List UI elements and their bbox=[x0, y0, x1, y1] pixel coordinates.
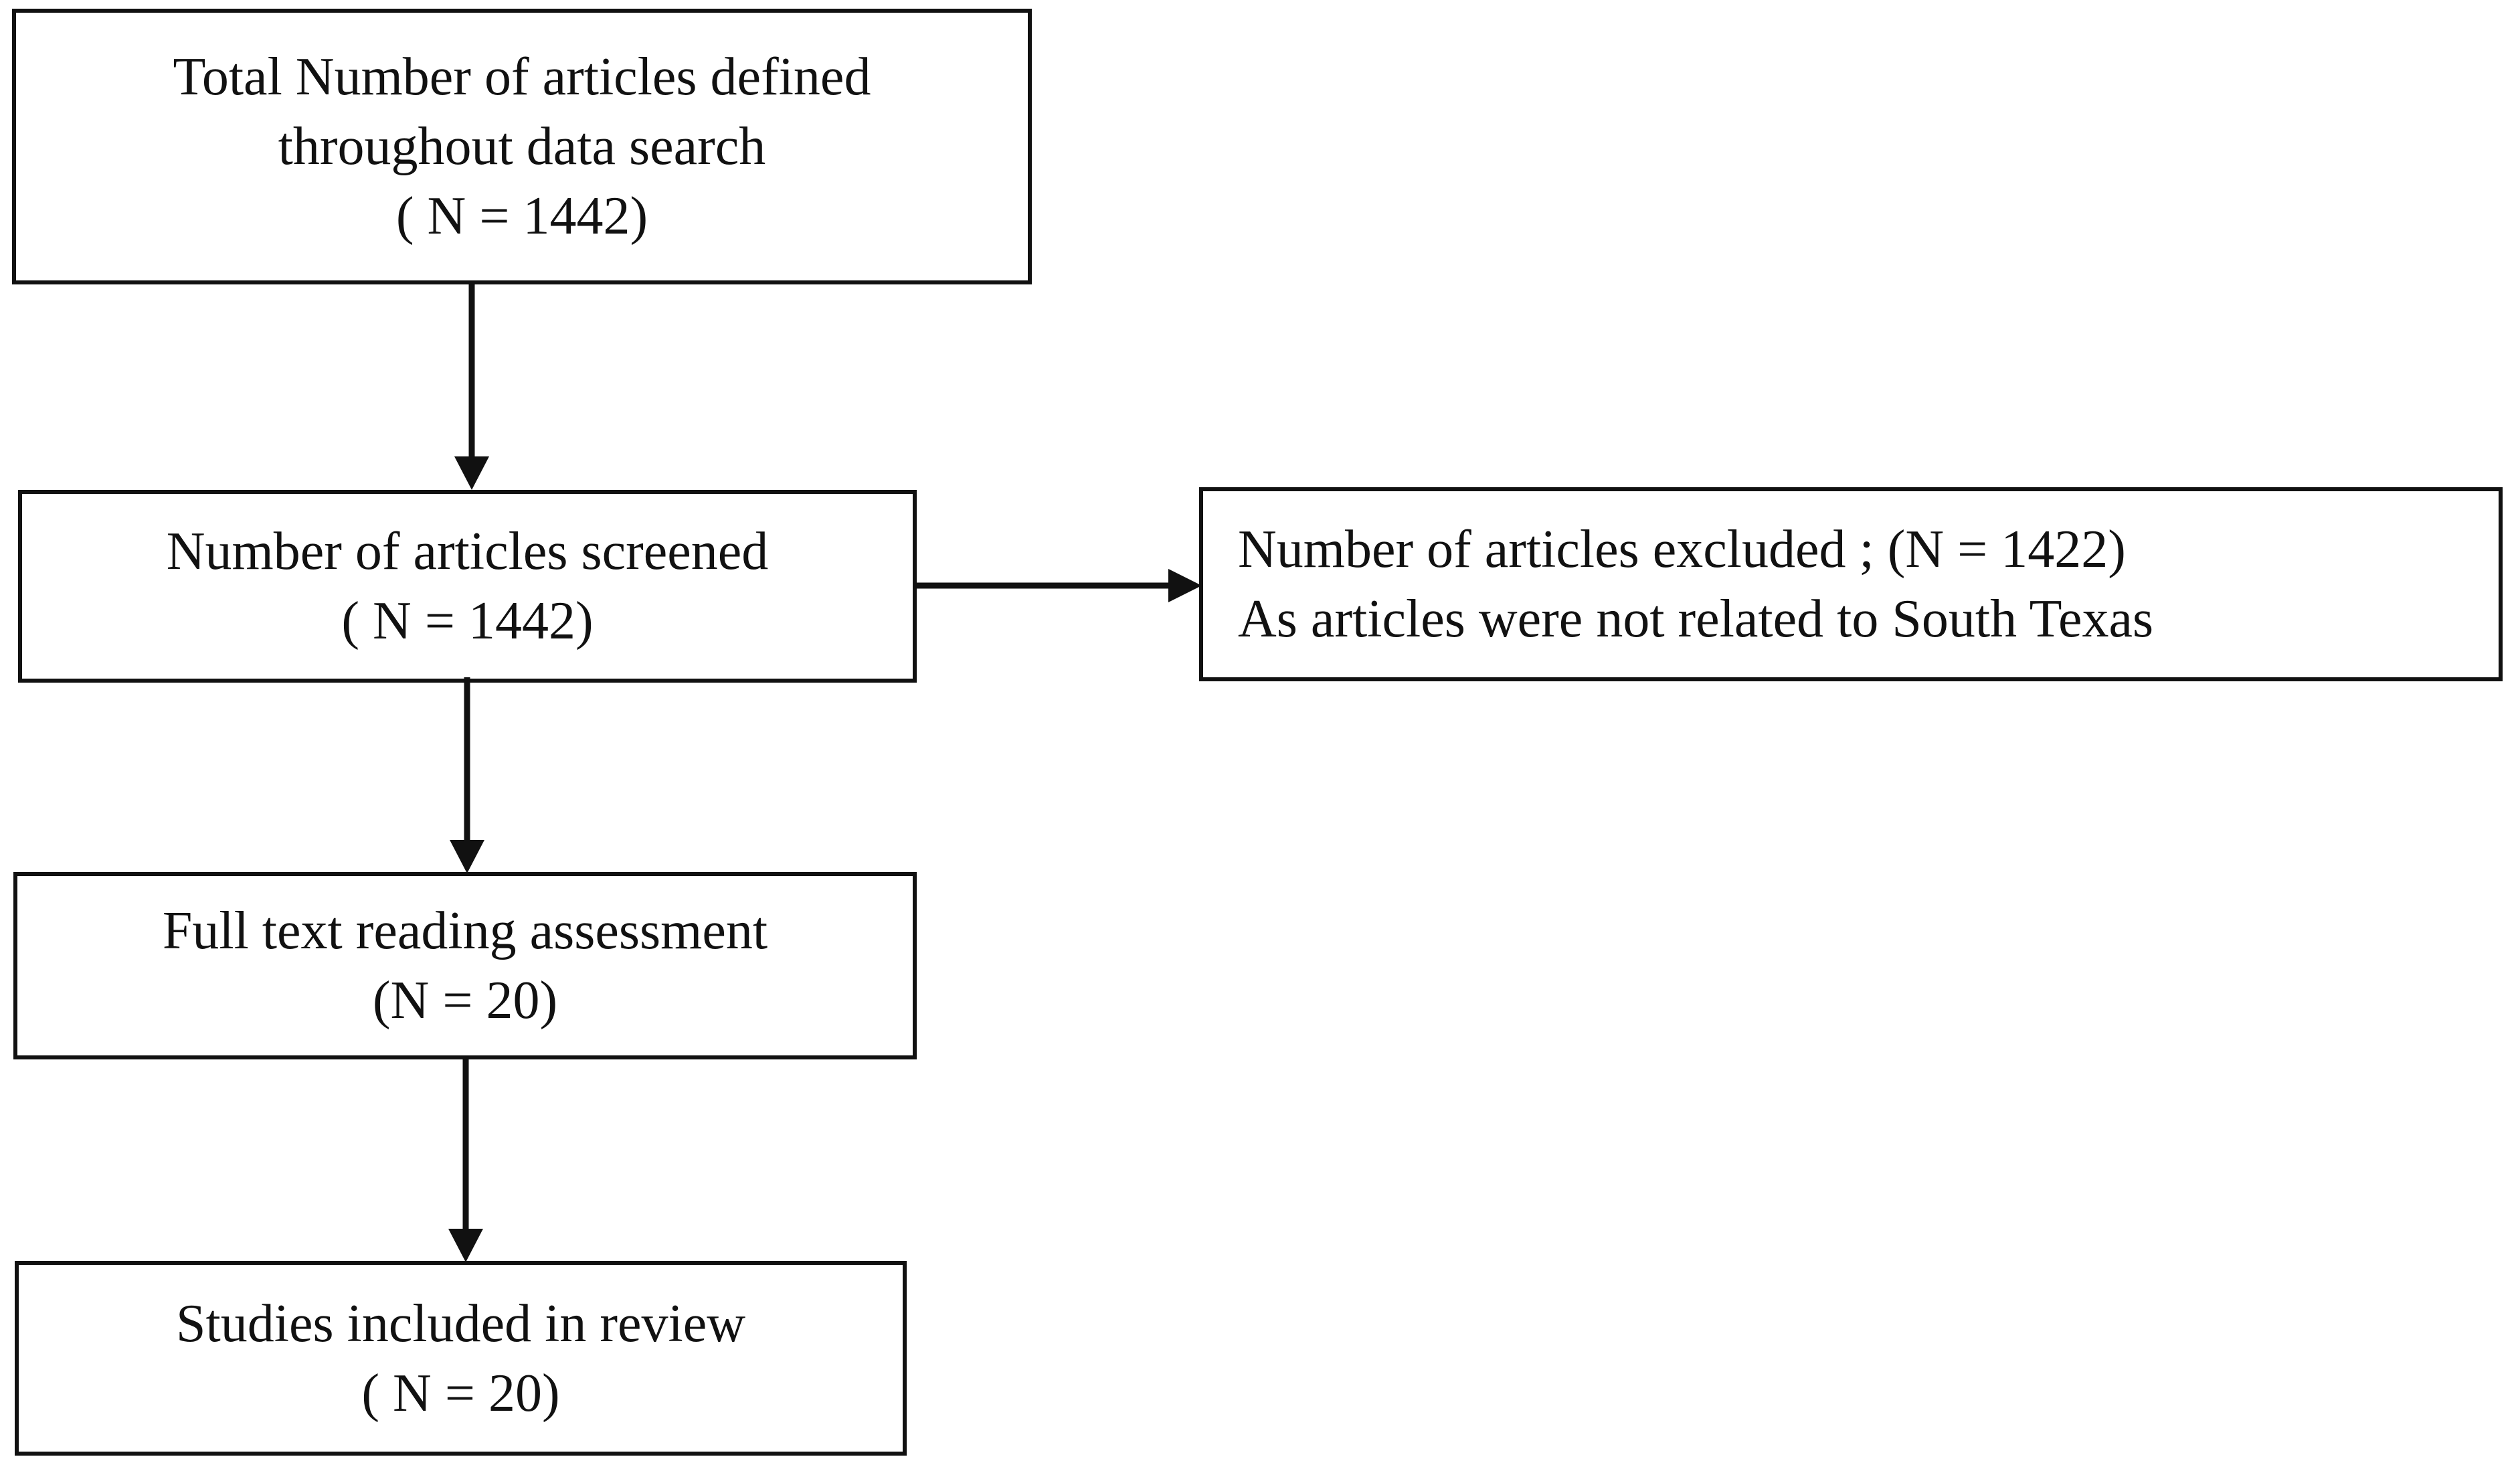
studies-included-line-1: Studies included in review bbox=[176, 1294, 745, 1353]
articles-excluded-box: Number of articles excluded ; (N = 1422)… bbox=[1199, 487, 2503, 681]
articles-screened-line-2: ( N = 1442) bbox=[341, 592, 594, 651]
total-articles-line-1: Total Number of articles defined bbox=[173, 48, 871, 106]
full-text-assessment-line-1: Full text reading assessment bbox=[162, 901, 768, 960]
articles-screened-line-1: Number of articles screened bbox=[166, 522, 769, 581]
full-text-assessment-line-2: (N = 20) bbox=[372, 971, 558, 1030]
arrow-total-to-screened bbox=[442, 281, 502, 495]
full-text-assessment-box: Full text reading assessment (N = 20) bbox=[13, 872, 917, 1059]
articles-screened-box: Number of articles screened ( N = 1442) bbox=[18, 490, 917, 683]
studies-included-line-2: ( N = 20) bbox=[361, 1363, 560, 1423]
arrow-screened-to-excluded bbox=[914, 559, 1206, 612]
total-articles-box: Total Number of articles defined through… bbox=[12, 9, 1032, 284]
articles-excluded-line-2: As articles were not related to South Te… bbox=[1238, 590, 2154, 649]
total-articles-line-3: ( N = 1442) bbox=[395, 187, 648, 246]
arrow-fulltext-to-included bbox=[436, 1057, 496, 1266]
total-articles-line-2: throughout data search bbox=[278, 117, 766, 176]
studies-included-box: Studies included in review ( N = 20) bbox=[15, 1261, 907, 1456]
articles-excluded-line-1: Number of articles excluded ; (N = 1422) bbox=[1238, 520, 2126, 579]
arrow-screened-to-fulltext bbox=[437, 677, 497, 878]
